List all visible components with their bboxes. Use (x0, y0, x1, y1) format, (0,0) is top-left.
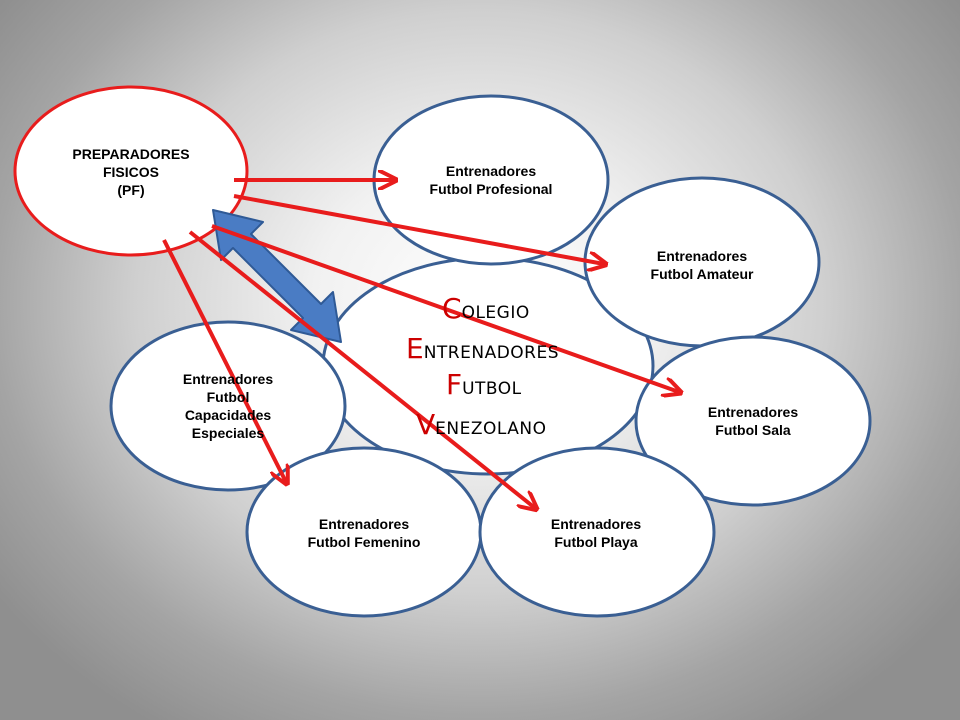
label-amateur-line-1: Entrenadores (656, 248, 748, 264)
label-capacidades-line-4: Especiales (191, 425, 265, 441)
label-preparadores-line-2: FISICOS (102, 164, 159, 180)
label-capacidades-line-2: Futbol (206, 389, 250, 405)
label-playa-line-1: Entrenadores (550, 516, 642, 532)
label-preparadores-line-1: PREPARADORES (72, 146, 190, 162)
center-initial-v: V (416, 408, 436, 441)
label-playa-line-2: Futbol Playa (554, 534, 638, 550)
ellipse-sala (634, 335, 872, 507)
label-profesional-line-2: Futbol Profesional (429, 181, 553, 197)
label-femenino: Entrenadores Futbol Femenino (269, 515, 459, 551)
center-line-venezolano: VENEZOLANO (416, 408, 546, 441)
ellipse-capacidades (109, 320, 347, 492)
arrow-to-femenino (162, 239, 286, 482)
arrow-to-playa (188, 230, 535, 508)
label-preparadores-line-3: (PF) (117, 182, 145, 198)
label-capacidades: Entrenadores Futbol Capacidades Especial… (133, 370, 323, 442)
label-sala: Entrenadores Futbol Sala (658, 403, 848, 439)
label-capacidades-line-1: Entrenadores (182, 371, 274, 387)
arrow-to-amateur (233, 194, 604, 264)
center-line-colegio: COLEGIO (442, 292, 530, 325)
label-profesional: Entrenadores Futbol Profesional (396, 162, 586, 198)
label-preparadores: PREPARADORES FISICOS (PF) (36, 145, 226, 199)
label-sala-line-1: Entrenadores (707, 404, 799, 420)
arrow-to-sala (211, 224, 679, 392)
label-amateur-line-2: Futbol Amateur (650, 266, 754, 282)
center-rest-entrenadores: NTRENADORES (423, 343, 560, 363)
label-femenino-line-2: Futbol Femenino (307, 534, 421, 550)
center-line-entrenadores: ENTRENADORES (406, 332, 559, 365)
ellipse-playa (478, 446, 716, 618)
center-initial-e: E (406, 332, 424, 365)
label-femenino-line-1: Entrenadores (318, 516, 410, 532)
label-amateur: Entrenadores Futbol Amateur (607, 247, 797, 283)
label-sala-line-2: Futbol Sala (715, 422, 791, 438)
center-initial-f: F (446, 368, 463, 401)
ellipse-preparadores (13, 85, 249, 257)
double-arrow-icon (212, 209, 342, 343)
center-rest-colegio: OLEGIO (461, 303, 530, 323)
center-initial-c: C (442, 292, 462, 325)
label-playa: Entrenadores Futbol Playa (501, 515, 691, 551)
center-rest-venezolano: ENEZOLANO (435, 419, 547, 439)
center-rest-futbol: UTBOL (462, 379, 522, 399)
label-profesional-line-1: Entrenadores (445, 163, 537, 179)
label-capacidades-line-3: Capacidades (184, 407, 272, 423)
center-line-futbol: FUTBOL (446, 368, 522, 401)
